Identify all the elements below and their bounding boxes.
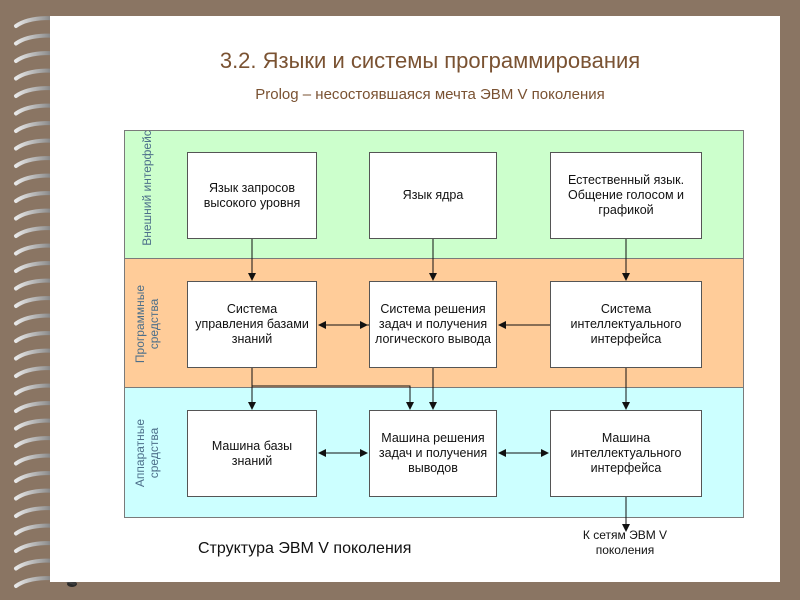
knowledge-base-management-box: Система управления базами знаний [187,281,317,368]
intelligent-interface-system-box: Система интеллектуального интерфейса [550,281,702,368]
query-language-box: Язык запросов высокого уровня [187,152,317,239]
problem-solving-system-box: Система решения задач и получения логиче… [369,281,497,368]
natural-language-box: Естественный язык. Общение голосом и гра… [550,152,702,239]
slide-title: 3.2. Языки и системы программирования [219,48,641,73]
network-label: К сетям ЭВМ V поколения [582,528,668,557]
knowledge-base-machine-box: Машина базы знаний [187,410,317,497]
arrow-kbms-to-solvermachine [252,385,414,410]
intelligent-interface-machine-box: Машина интеллектуального интерфейса [550,410,702,497]
problem-solving-machine-box: Машина решения задач и получения выводов [369,410,497,497]
diagram-caption: Структура ЭВМ V поколения [198,540,412,557]
core-language-box: Язык ядра [369,152,497,239]
slide-subtitle: Prolog – несостоявшаяся мечта ЭВМ V поко… [255,86,605,103]
